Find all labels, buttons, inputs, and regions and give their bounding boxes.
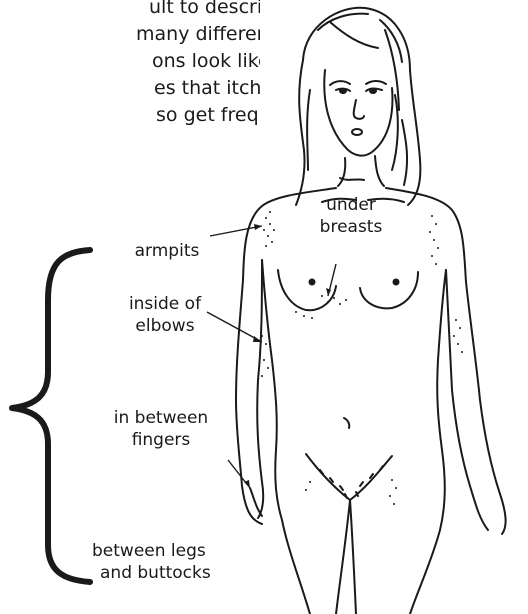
neck: [338, 156, 384, 186]
legs: [336, 500, 356, 614]
elbow-rash-right: [453, 319, 463, 353]
right-arm: [446, 270, 506, 534]
armpit-rash-right: [429, 215, 439, 265]
armpit-rash-left: [263, 211, 275, 247]
torso-left: [262, 260, 310, 614]
left-arm: [236, 260, 263, 524]
rash-marks: [259, 211, 463, 505]
breasts: [278, 270, 418, 310]
torso-right: [410, 270, 446, 614]
pointer-armpits: [210, 226, 262, 236]
label-armpits: armpits: [122, 240, 212, 262]
label-inside-of-elbows: inside of elbows: [110, 293, 220, 337]
curly-brace: [12, 250, 90, 582]
label-between-legs-and-buttocks: between legs and buttocks: [92, 540, 232, 584]
label-under-breasts: under breasts: [311, 194, 391, 238]
hair-outline: [303, 8, 420, 205]
pubic-region: [306, 454, 392, 500]
label-in-between-fingers: in between fingers: [96, 407, 226, 451]
